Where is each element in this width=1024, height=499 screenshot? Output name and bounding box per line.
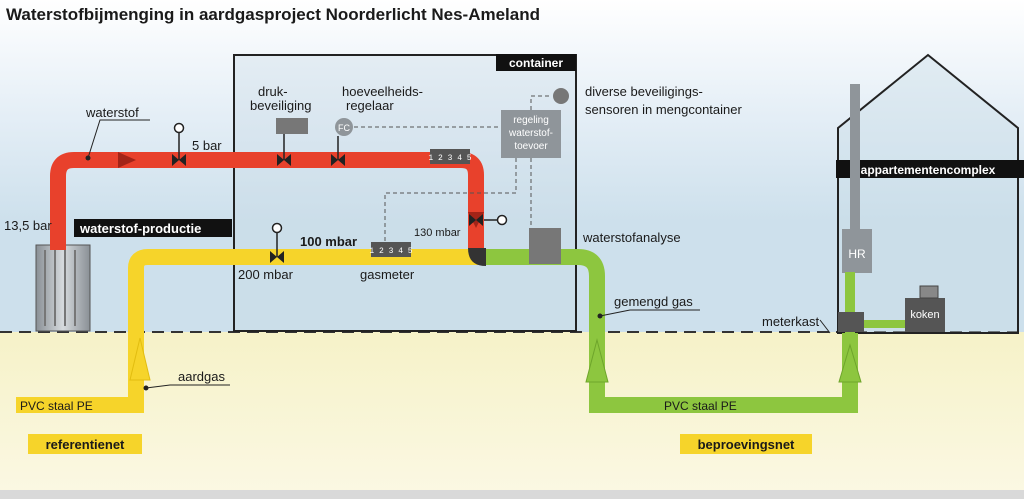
five-bar-label: 5 bar — [192, 138, 222, 153]
hydrogen-meter-digits: 1 2 3 4 5 — [428, 154, 471, 163]
waterstofanalyse-label: waterstofanalyse — [582, 230, 681, 245]
hoeveel-label-1: hoeveelheids- — [342, 84, 423, 99]
leader-dot — [597, 313, 603, 319]
leader-dot — [85, 155, 91, 161]
valve-handle-icon — [271, 222, 283, 234]
cooker — [905, 298, 945, 332]
flow-controller-icon — [335, 118, 353, 136]
mixing-container — [233, 54, 577, 332]
container-label-box — [496, 54, 576, 71]
mbar-200-label: 200 mbar — [238, 267, 294, 282]
druk-label-2: beveiliging — [250, 98, 311, 113]
diagram-title: Waterstofbijmenging in aardgasproject No… — [6, 5, 540, 24]
pressure-13-5-label: 13,5 bar — [4, 218, 52, 233]
bottom-strip — [0, 490, 1024, 499]
waterstofanalyse-box — [529, 228, 561, 264]
hr-label: HR — [848, 247, 866, 261]
leader-dot — [143, 385, 149, 391]
regeling-line3: toevoer — [514, 141, 548, 152]
leader-lines — [87, 119, 831, 389]
mixing-joint — [468, 248, 486, 266]
valve-icon — [469, 214, 483, 226]
beproevingsnet-box — [680, 434, 812, 454]
hr-boiler — [842, 229, 872, 273]
chimney — [850, 84, 860, 229]
mbar-100-label: 100 mbar — [300, 234, 357, 249]
flow-arrow-icon — [838, 343, 862, 383]
gasmeter-digits: 1 2 3 4 5 — [369, 247, 412, 256]
meterkast-label: meterkast — [762, 314, 819, 329]
mbar-130-label: 130 mbar — [414, 227, 461, 239]
gemengd-gas-label: gemengd gas — [614, 294, 693, 309]
reference-net-pipe — [16, 395, 144, 413]
gasmeter — [371, 242, 411, 257]
flow-arrow-icon — [129, 337, 151, 381]
valve-handle-icon — [173, 122, 185, 134]
regeling-waterstoftoevoer-box — [501, 110, 561, 158]
gasmeter-label: gasmeter — [360, 267, 415, 282]
appartementencomplex-label: appartementencomplex — [861, 163, 996, 177]
pipe-materials-right: PVC staal PE — [664, 399, 737, 413]
flow-arrow-icon — [118, 152, 136, 168]
appartementencomplex-box — [836, 160, 1024, 178]
referentienet-label: referentienet — [46, 437, 125, 452]
druk-beveiliging-box — [276, 118, 308, 134]
hoeveel-label-2: regelaar — [346, 98, 394, 113]
sensors-label-1: diverse beveiligings- — [585, 84, 703, 99]
hydrogen-meter — [430, 149, 470, 164]
natural-gas-pipe — [128, 249, 484, 395]
ground-background — [0, 332, 1024, 499]
aardgas-label: aardgas — [178, 369, 225, 384]
apartment-house — [837, 53, 1019, 334]
waterstof-productie-box — [74, 219, 232, 237]
referentienet-box — [28, 434, 142, 454]
waterstof-productie-label: waterstof-productie — [79, 221, 201, 236]
meterkast-box — [838, 312, 864, 332]
sensors-label-2: sensoren in mengcontainer — [585, 102, 742, 117]
hydrogen-pipe — [50, 152, 484, 250]
beproevingsnet-label: beproevingsnet — [698, 437, 795, 452]
pipe-materials-left: PVC staal PE — [20, 399, 93, 413]
regeling-line2: waterstof- — [508, 128, 553, 139]
druk-label-1: druk- — [258, 84, 288, 99]
control-lines — [354, 95, 552, 242]
waterstof-label: waterstof — [85, 105, 139, 120]
sensor-icon — [553, 88, 569, 104]
koken-label: koken — [910, 309, 939, 321]
fc-label: FC — [338, 123, 350, 133]
regeling-line1: regeling — [513, 115, 549, 126]
valve-handle-icon — [496, 214, 508, 226]
flow-arrow-icon — [585, 338, 609, 383]
cooking-pot — [919, 285, 939, 299]
container-label: container — [509, 56, 563, 70]
